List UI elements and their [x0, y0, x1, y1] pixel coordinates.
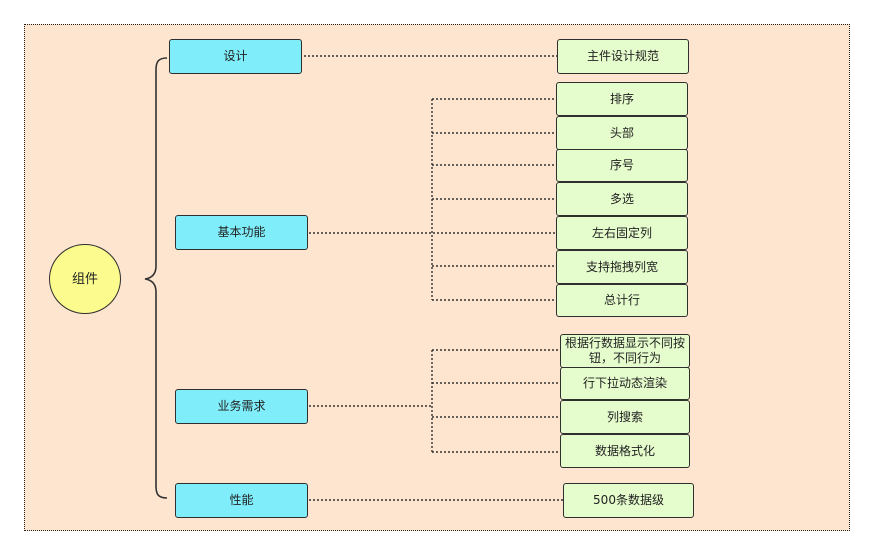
category-business-requirements: 业务需求 [175, 389, 308, 424]
leaf-drag-column-width: 支持拖拽列宽 [556, 250, 688, 284]
leaf-header: 头部 [556, 116, 688, 150]
leaf-fixed-columns: 左右固定列 [556, 216, 688, 250]
leaf-row-buttons: 根据行数据显示不同按钮，不同行为 [560, 334, 690, 368]
category-design: 设计 [169, 39, 302, 74]
leaf-row-dropdown-render: 行下拉动态渲染 [560, 367, 690, 400]
leaf-design-spec: 主件设计规范 [557, 39, 689, 74]
root-node: 组件 [49, 244, 121, 314]
category-performance: 性能 [175, 483, 308, 518]
leaf-index: 序号 [556, 149, 688, 182]
root-brace [144, 57, 168, 499]
leaf-data-formatting: 数据格式化 [560, 434, 690, 468]
leaf-multi-select: 多选 [556, 182, 688, 216]
leaf-column-search: 列搜索 [560, 400, 690, 434]
leaf-500-rows: 500条数据级 [563, 483, 694, 518]
leaf-total-row: 总计行 [556, 284, 688, 317]
diagram-background [24, 24, 850, 531]
category-basic-features: 基本功能 [175, 215, 308, 250]
leaf-sort: 排序 [556, 82, 688, 116]
